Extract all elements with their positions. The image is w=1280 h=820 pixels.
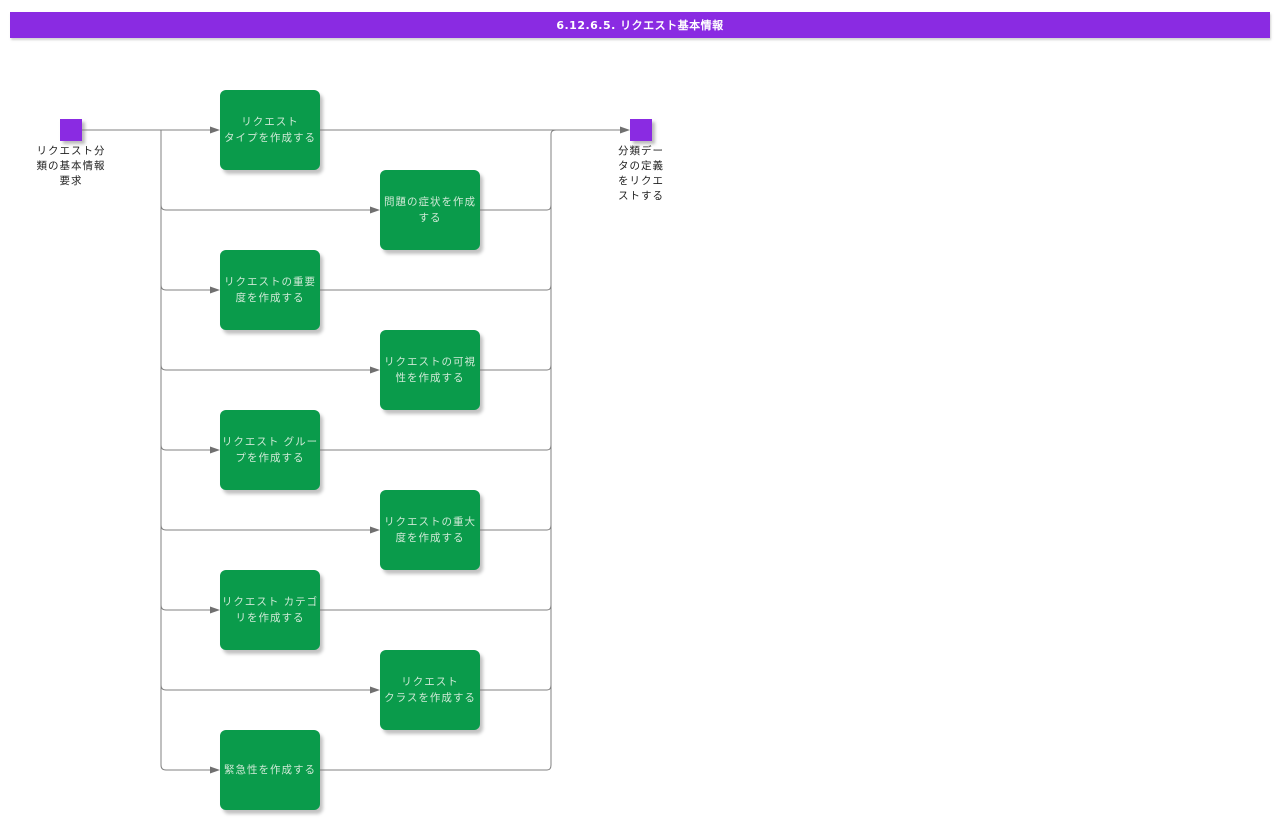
task-label: 緊急性を作成する: [224, 764, 316, 776]
task-box[interactable]: 緊急性を作成する: [220, 730, 320, 810]
task-label: リクエストの重大 度を作成する: [384, 516, 476, 544]
task-box[interactable]: リクエストの重要 度を作成する: [220, 250, 320, 330]
task-box[interactable]: リクエスト グルー プを作成する: [220, 410, 320, 490]
end-event-label: 分類デー タの定義 をリクエ ストする: [618, 145, 664, 202]
start-event-label: リクエスト分 類の基本情報 要求: [36, 145, 106, 187]
task-label: 問題の症状を作成 する: [384, 196, 476, 224]
task-box[interactable]: リクエストの重大 度を作成する: [380, 490, 480, 570]
task-label: リクエストの重要 度を作成する: [224, 276, 316, 304]
diagram-title-bar: 6.12.6.5. リクエスト基本情報: [10, 12, 1270, 38]
arrowhead-icon: [210, 126, 220, 134]
task-label: リクエストの可視 性を作成する: [384, 356, 476, 384]
arrowhead-icon: [370, 366, 380, 374]
task-box[interactable]: リクエスト クラスを作成する: [380, 650, 480, 730]
task-box[interactable]: リクエストの可視 性を作成する: [380, 330, 480, 410]
task-label: リクエスト グルー プを作成する: [221, 436, 319, 464]
task-box[interactable]: 問題の症状を作成 する: [380, 170, 480, 250]
arrowhead-icon: [210, 286, 220, 294]
end-event-node[interactable]: [630, 119, 652, 141]
task-label: リクエスト カテゴ リを作成する: [221, 596, 319, 624]
arrowhead-icon: [210, 446, 220, 454]
arrowhead-icon: [620, 126, 630, 134]
diagram-title: 6.12.6.5. リクエスト基本情報: [556, 19, 724, 32]
task-label: リクエスト タイプを作成する: [224, 116, 316, 144]
start-event-node[interactable]: [60, 119, 82, 141]
arrowhead-icon: [370, 686, 380, 694]
task-label: リクエスト クラスを作成する: [384, 676, 476, 704]
arrowhead-icon: [210, 766, 220, 774]
arrowhead-icon: [210, 606, 220, 614]
connector-lines: [82, 129, 620, 771]
arrowhead-icon: [370, 206, 380, 214]
task-box[interactable]: リクエスト タイプを作成する: [220, 90, 320, 170]
arrowhead-icon: [370, 526, 380, 534]
task-box[interactable]: リクエスト カテゴ リを作成する: [220, 570, 320, 650]
